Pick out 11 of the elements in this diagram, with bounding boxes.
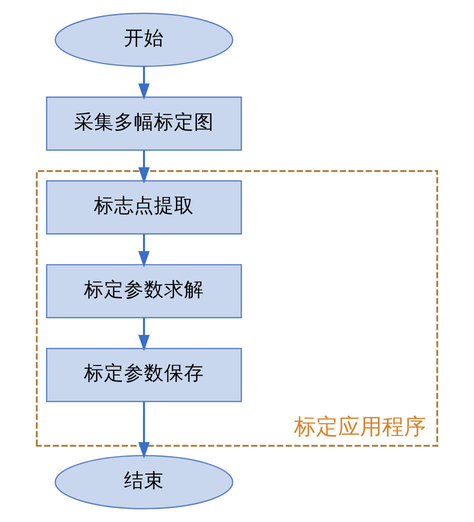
node-box: 采集多幅标定图	[46, 96, 242, 151]
arrow	[138, 150, 150, 184]
node-box: 标定参数保存	[46, 348, 242, 402]
node-ellipse: 开始	[54, 12, 234, 67]
arrow	[138, 234, 150, 268]
arrow	[138, 402, 150, 458]
node-box: 标志点提取	[46, 180, 242, 235]
node-box: 标定参数求解	[46, 264, 242, 318]
arrow	[138, 318, 150, 352]
arrow	[138, 66, 150, 100]
node-ellipse: 结束	[54, 455, 234, 510]
